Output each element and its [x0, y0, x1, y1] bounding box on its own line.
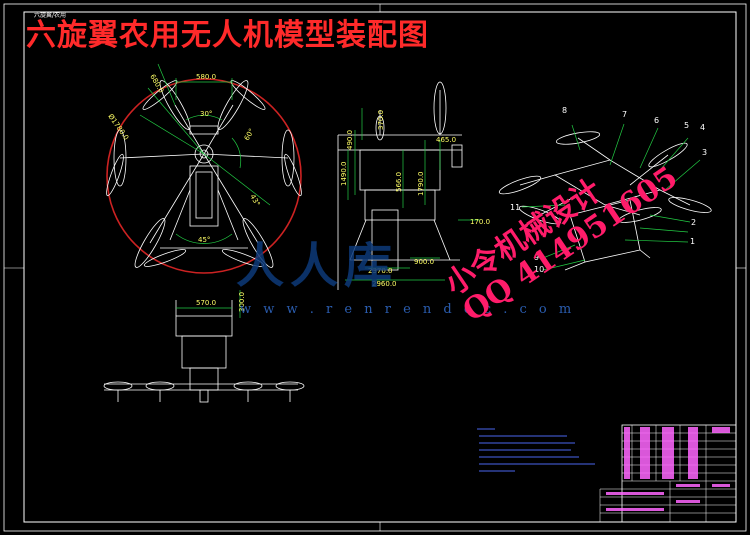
dim-900: 900.0 — [414, 258, 434, 266]
dim-300: 300.0 — [238, 292, 246, 312]
dim-2960: 2960.0 — [372, 280, 397, 288]
dim-1490: 1490.0 — [340, 162, 348, 187]
dim-1790: 1790.0 — [417, 172, 425, 197]
callout-8: 8 — [562, 106, 567, 115]
dim-370: 370.0 — [377, 110, 385, 130]
technical-notes — [477, 428, 595, 472]
callout-5: 5 — [684, 121, 689, 130]
dim-566: 566.0 — [395, 172, 403, 192]
dim-60deg: 60° — [243, 127, 256, 142]
callout-4: 4 — [700, 123, 705, 132]
dim-465: 465.0 — [436, 136, 456, 144]
callout-2: 2 — [691, 218, 696, 227]
watermark-logo-text: 人人 — [236, 238, 345, 294]
dim-570: 570.0 — [196, 299, 216, 307]
callout-6: 6 — [654, 116, 659, 125]
dim-490: 490.0 — [346, 130, 354, 150]
callout-3: 3 — [702, 148, 707, 157]
front-view: 570.0 300.0 — [103, 290, 305, 403]
outer-frame — [3, 3, 747, 532]
top-view: 580.0 30° 680.0 Ø1780.0 60° 43° 45° — [106, 63, 302, 274]
top-tag: 六旋翼/农用 — [34, 12, 67, 19]
dim-2370: 2370.0 — [368, 267, 393, 275]
dim-43deg: 43° — [248, 193, 261, 208]
callout-1: 1 — [690, 237, 695, 246]
dim-30deg: 30° — [200, 110, 212, 118]
watermark-url: w w w . r e n r e n d o c . c o m — [240, 302, 576, 317]
watermark-logo: 人人库 — [236, 226, 398, 296]
dim-580: 580.0 — [196, 73, 216, 81]
page-title: 六旋翼农用无人机模型装配图 — [26, 18, 429, 53]
title-block — [599, 424, 737, 523]
callout-10: 10 — [534, 265, 544, 274]
dim-45deg: 45° — [198, 236, 210, 244]
callout-9: 9 — [534, 253, 539, 262]
isometric-view: 8 7 6 5 4 3 2 1 11 9 10 — [498, 106, 712, 274]
side-view: 370.0 465.0 490.0 1490.0 566.0 1790.0 17… — [337, 81, 490, 290]
watermark-logo-suffix: 库 — [344, 238, 399, 294]
rotor-sweep-circle — [106, 78, 302, 274]
dim-170: 170.0 — [470, 218, 490, 226]
callout-11: 11 — [510, 203, 520, 212]
callout-7: 7 — [622, 110, 627, 119]
